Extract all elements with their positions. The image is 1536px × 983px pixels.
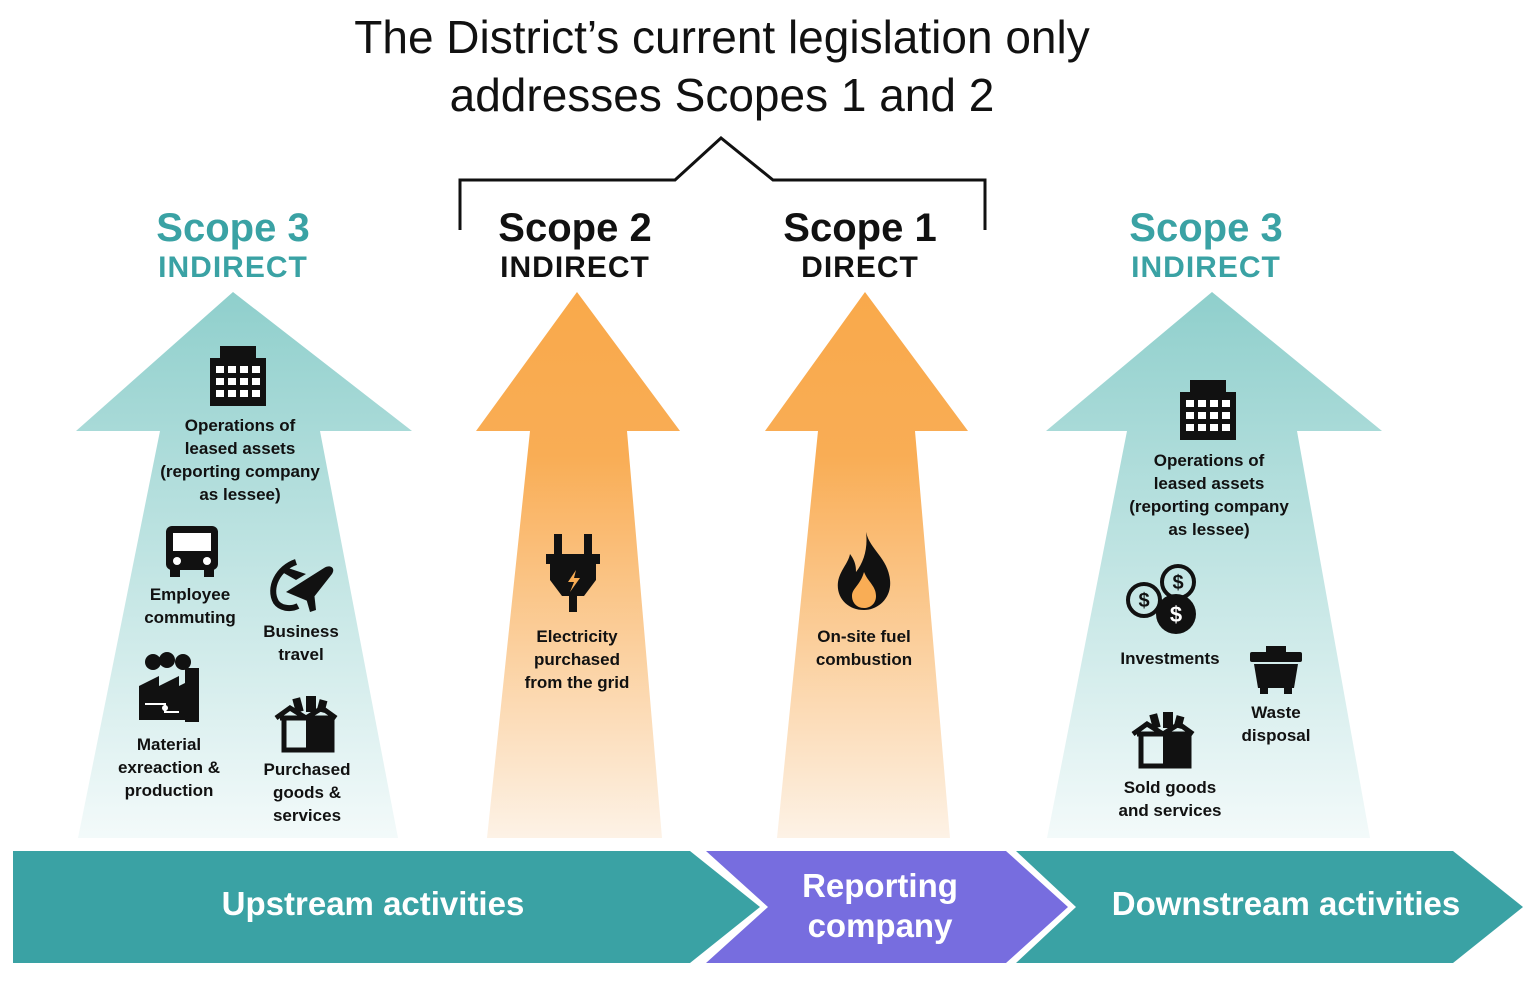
label-purchased-goods: Purchased goods & services [247, 758, 367, 827]
label-line: goods & [273, 783, 341, 802]
label-business-travel: Business travel [241, 620, 361, 666]
factory-icon [139, 652, 199, 722]
coins-icon: $ $ $ [1126, 564, 1196, 634]
label-line: Purchased [263, 760, 351, 779]
label-line: Waste [1251, 703, 1301, 722]
label-line: and services [1118, 801, 1222, 820]
label-leased-assets-upstream: Operations of leased assets (reporting c… [140, 414, 340, 506]
upstream-band [13, 851, 760, 963]
label-line: Employee [149, 585, 231, 604]
label-sold-goods: Sold goods and services [1100, 776, 1240, 822]
scope-title: Scope 1 [783, 206, 937, 250]
label-line: commuting [144, 608, 236, 627]
scope-kind: INDIRECT [500, 251, 650, 284]
plug-icon [546, 534, 600, 612]
scope1-heading: Scope 1 DIRECT [710, 206, 1010, 286]
scope3-downstream-arrow [1046, 292, 1382, 838]
label-line: as lessee) [1168, 520, 1250, 539]
label-line: services [272, 806, 342, 825]
label-line: purchased [534, 650, 620, 669]
scope-title: Scope 3 [1129, 206, 1283, 250]
box-icon [1131, 712, 1195, 769]
label-line: On-site fuel [817, 627, 911, 646]
scopes-bracket [458, 136, 987, 230]
label-line: travel [278, 645, 324, 664]
label-line: combustion [815, 650, 913, 669]
reporting-company-label: Reporting company [760, 866, 1000, 946]
svg-text:$: $ [1170, 602, 1182, 627]
building-icon [210, 346, 266, 406]
airplane-icon [270, 559, 334, 612]
scope-kind: INDIRECT [158, 251, 308, 284]
trash-bin-icon [1250, 646, 1302, 694]
reporting-band [706, 851, 1068, 963]
label-electricity: Electricity purchased from the grid [497, 625, 657, 694]
scope3-upstream-heading: Scope 3 INDIRECT [83, 206, 383, 286]
label-line: from the grid [524, 673, 630, 692]
svg-text:$: $ [1172, 572, 1183, 594]
label-line: Operations of [184, 416, 296, 435]
bus-icon [166, 526, 218, 577]
downstream-band [1016, 851, 1523, 963]
scope-title: Scope 3 [156, 206, 310, 250]
label-line: exreaction & [117, 758, 221, 777]
label-line: (reporting company [1129, 497, 1289, 516]
label-line: production [124, 781, 214, 800]
label-line: company [807, 907, 953, 944]
scope-kind: DIRECT [801, 251, 919, 284]
downstream-activities-label: Downstream activities [1111, 885, 1461, 922]
label-line: Electricity [536, 627, 618, 646]
label-line: Investments [1120, 649, 1220, 668]
scope2-heading: Scope 2 INDIRECT [425, 206, 725, 286]
box-icon [274, 696, 338, 753]
label-material-production: Material exreaction & production [99, 733, 239, 802]
svg-text:$: $ [1138, 590, 1149, 612]
scope3-downstream-heading: Scope 3 INDIRECT [1056, 206, 1356, 286]
diagram-title: The District’s current legislation only … [260, 8, 1184, 124]
upstream-activities-label: Upstream activities [221, 885, 525, 922]
title-line-1: The District’s current legislation only [354, 11, 1090, 63]
label-line: Material [136, 735, 202, 754]
title-line-2: addresses Scopes 1 and 2 [449, 69, 995, 121]
label-line: Business [263, 622, 339, 641]
label-employee-commuting: Employee commuting [120, 583, 260, 629]
scope-kind: INDIRECT [1131, 251, 1281, 284]
label-leased-assets-downstream: Operations of leased assets (reporting c… [1109, 449, 1309, 541]
scope-title: Scope 2 [498, 206, 652, 250]
building-icon [1180, 380, 1236, 440]
label-waste-disposal: Waste disposal [1221, 701, 1331, 747]
label-line: disposal [1241, 726, 1311, 745]
label-line: Operations of [1153, 451, 1265, 470]
label-line: (reporting company [160, 462, 320, 481]
label-line: leased assets [1153, 474, 1265, 493]
flame-icon [837, 532, 891, 610]
label-fuel-combustion: On-site fuel combustion [789, 625, 939, 671]
label-line: Reporting [802, 867, 958, 904]
label-line: as lessee) [199, 485, 281, 504]
label-line: Sold goods [1123, 778, 1217, 797]
label-line: leased assets [184, 439, 296, 458]
label-investments: Investments [1100, 647, 1240, 670]
